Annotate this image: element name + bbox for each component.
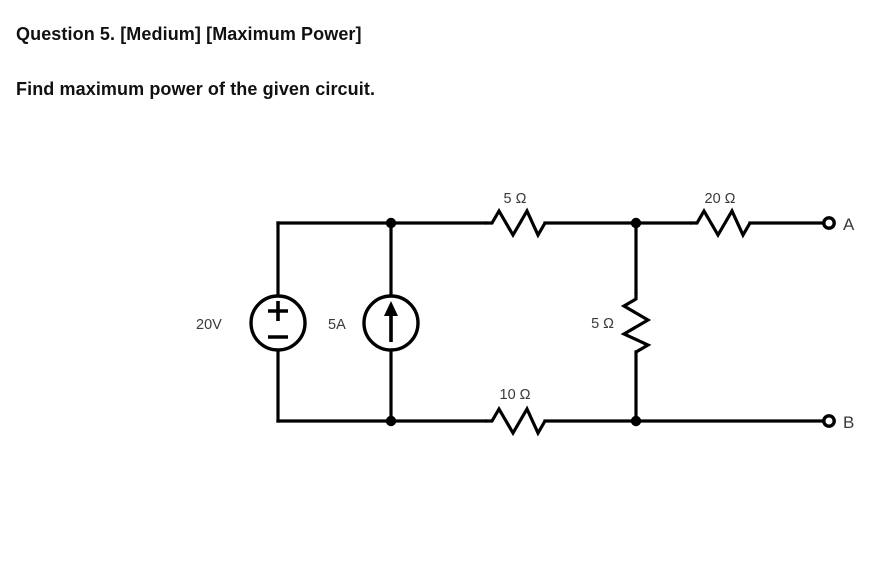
question-prompt: Find maximum power of the given circuit. (16, 79, 376, 99)
current-arrow-up-icon (384, 301, 398, 316)
resistor-bottom-10ohm-symbol (485, 405, 547, 437)
terminal-b-node[interactable] (822, 414, 836, 428)
resistor-right-20ohm-symbol (690, 207, 752, 239)
resistor-top-5ohm-symbol (485, 207, 547, 239)
node-dot-top-shunt (630, 217, 642, 229)
node-dot-top-isource (385, 217, 397, 229)
resistor-right-20ohm-label: 20 Ω (705, 191, 736, 207)
node-dot-bottom-shunt (630, 415, 642, 427)
resistor-top-5ohm-label: 5 Ω (504, 191, 527, 207)
node-dot-bottom-isource (385, 415, 397, 427)
current-source-label: 5A (328, 317, 346, 333)
resistor-bottom-10ohm-label: 10 Ω (500, 387, 531, 403)
terminal-b-label: B (843, 413, 854, 432)
resistor-shunt-5ohm-label: 5 Ω (591, 316, 614, 332)
resistor-shunt-5ohm-symbol (620, 292, 652, 354)
page-title: Question 5. [Medium] [Maximum Power] (16, 24, 362, 44)
voltage-source-symbol (249, 294, 307, 352)
terminal-a-label: A (843, 215, 855, 234)
terminal-a-node[interactable] (822, 216, 836, 230)
voltage-source-label: 20V (196, 317, 222, 333)
